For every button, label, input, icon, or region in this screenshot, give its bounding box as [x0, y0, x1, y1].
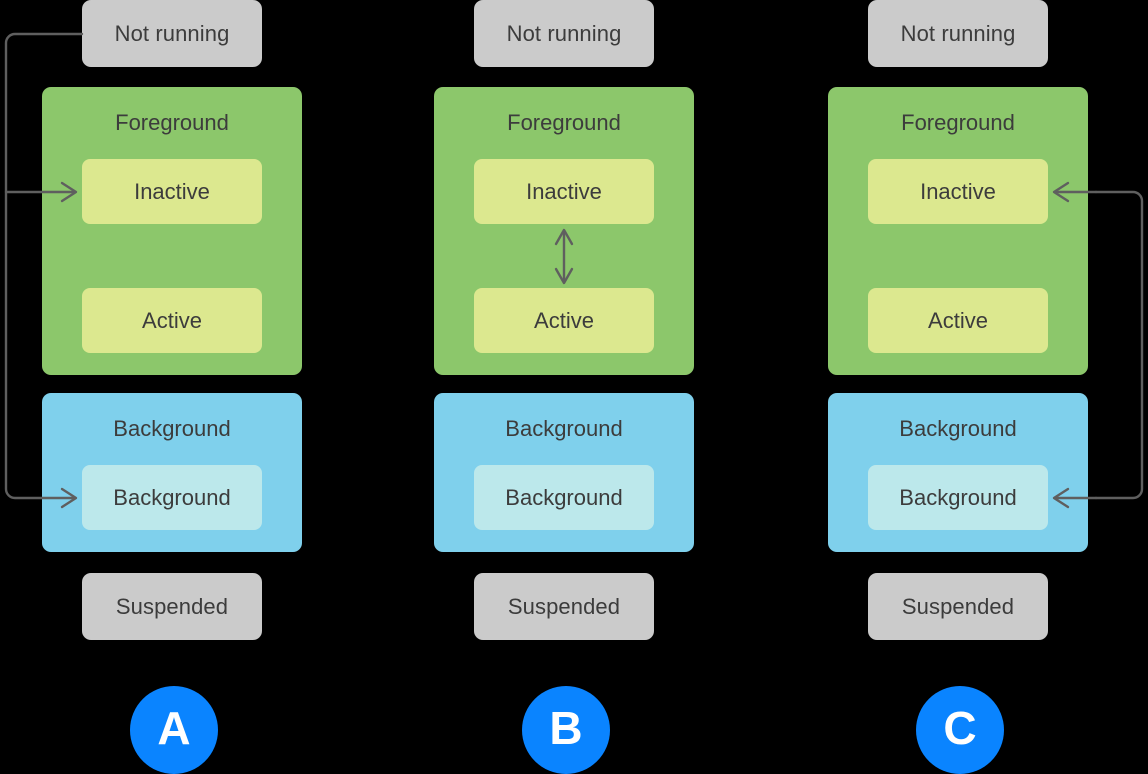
- state-background[interactable]: Background: [82, 465, 262, 530]
- state-suspended[interactable]: Suspended: [82, 573, 262, 640]
- state-not-running[interactable]: Not running: [474, 0, 654, 67]
- panel-a: Not running Foreground Inactive Active B…: [42, 0, 362, 774]
- state-background[interactable]: Background: [474, 465, 654, 530]
- state-inactive[interactable]: Inactive: [82, 159, 262, 224]
- group-background: Background Background: [828, 393, 1088, 552]
- state-active[interactable]: Active: [474, 288, 654, 353]
- group-background-label: Background: [113, 416, 231, 441]
- group-background-label: Background: [899, 416, 1017, 441]
- state-suspended[interactable]: Suspended: [868, 573, 1048, 640]
- state-active[interactable]: Active: [868, 288, 1048, 353]
- panel-badge-a: A: [130, 686, 218, 774]
- group-background: Background Background: [42, 393, 302, 552]
- state-suspended[interactable]: Suspended: [474, 573, 654, 640]
- state-active[interactable]: Active: [82, 288, 262, 353]
- panel-b: Not running Foreground Inactive Active B…: [434, 0, 754, 774]
- group-foreground: Foreground Inactive Active: [42, 87, 302, 375]
- state-inactive[interactable]: Inactive: [868, 159, 1048, 224]
- state-not-running[interactable]: Not running: [868, 0, 1048, 67]
- panel-c: Not running Foreground Inactive Active B…: [828, 0, 1148, 774]
- group-background-label: Background: [505, 416, 623, 441]
- group-background: Background Background: [434, 393, 694, 552]
- group-foreground-label: Foreground: [901, 110, 1015, 135]
- state-not-running[interactable]: Not running: [82, 0, 262, 67]
- group-foreground: Foreground Inactive Active: [828, 87, 1088, 375]
- state-inactive[interactable]: Inactive: [474, 159, 654, 224]
- panel-badge-c: C: [916, 686, 1004, 774]
- group-foreground-label: Foreground: [507, 110, 621, 135]
- state-background[interactable]: Background: [868, 465, 1048, 530]
- panel-badge-b: B: [522, 686, 610, 774]
- group-foreground-label: Foreground: [115, 110, 229, 135]
- group-foreground: Foreground Inactive Active: [434, 87, 694, 375]
